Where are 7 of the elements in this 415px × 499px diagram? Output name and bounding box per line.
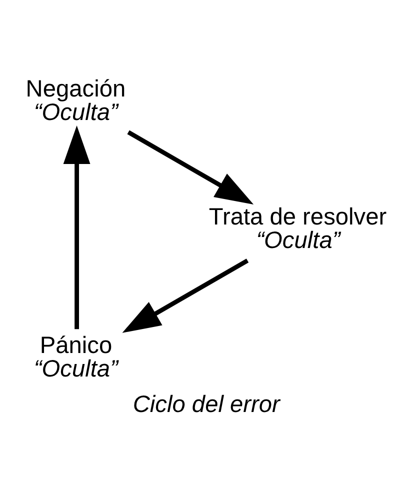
caption: Ciclo del error [132, 392, 280, 418]
arrow [122, 258, 249, 332]
arrow [63, 125, 90, 329]
node-text: Trata de resolver “Oculta” [208, 204, 387, 254]
node-text: Negación “Oculta” [26, 76, 126, 126]
node-text: Pánico “Oculta” [34, 332, 118, 382]
arrow [127, 130, 254, 204]
